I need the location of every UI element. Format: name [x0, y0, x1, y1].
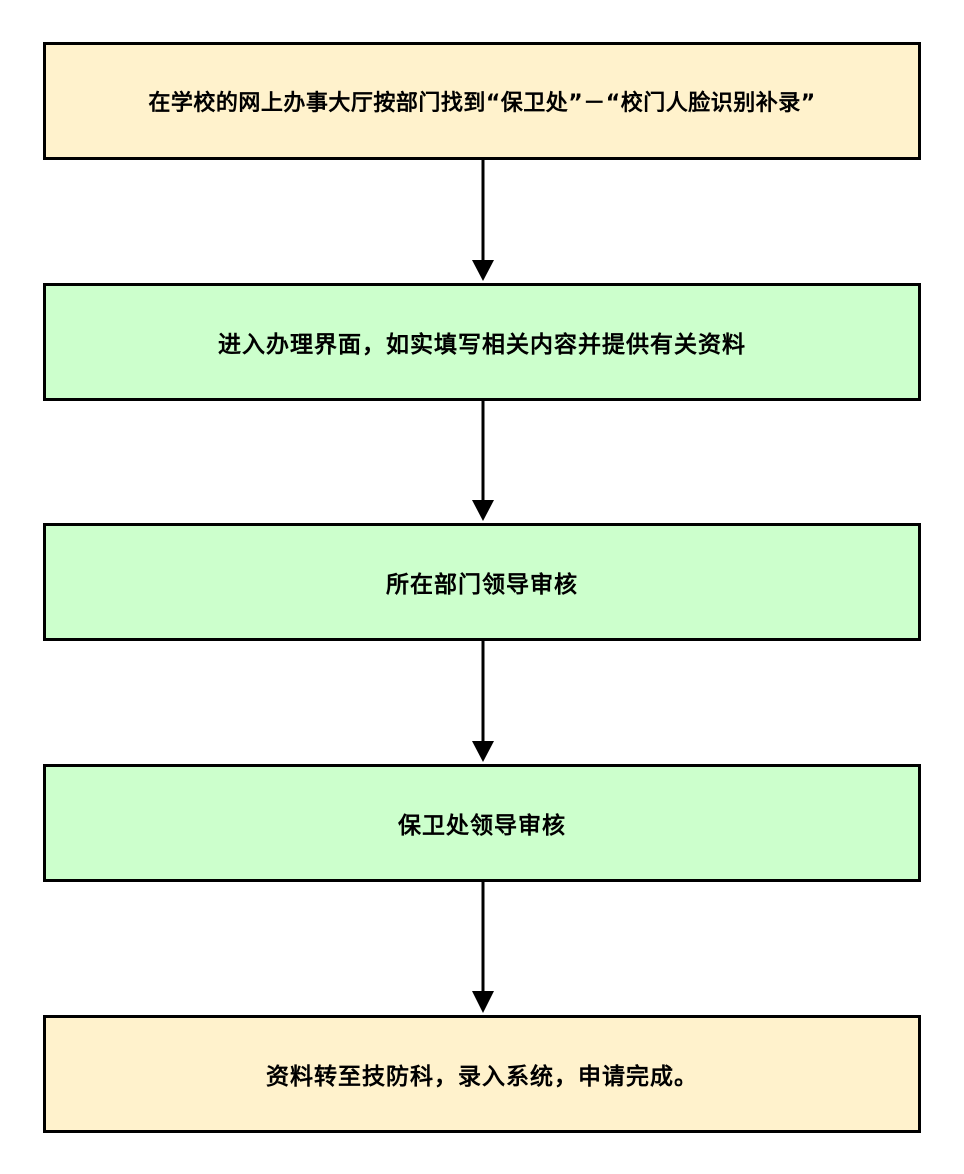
- arrow-4: [472, 882, 494, 1013]
- step-fill-form-label: 进入办理界面，如实填写相关内容并提供有关资料: [218, 332, 746, 358]
- arrow-1: [472, 160, 494, 281]
- step-security-review: 保卫处领导审核: [43, 764, 921, 882]
- step-fill-form: 进入办理界面，如实填写相关内容并提供有关资料: [43, 283, 921, 401]
- step-department-review: 所在部门领导审核: [43, 523, 921, 641]
- step-department-review-label: 所在部门领导审核: [386, 572, 578, 598]
- step-complete: 资料转至技防科，录入系统，申请完成。: [43, 1015, 921, 1133]
- step-find-service: 在学校的网上办事大厅按部门找到“保卫处”－“校门人脸识别补录”: [43, 42, 921, 160]
- step-complete-label: 资料转至技防科，录入系统，申请完成。: [266, 1064, 698, 1090]
- step-security-review-label: 保卫处领导审核: [398, 813, 566, 839]
- arrow-2: [472, 401, 494, 521]
- arrow-3: [472, 641, 494, 762]
- step-find-service-label: 在学校的网上办事大厅按部门找到“保卫处”－“校门人脸识别补录”: [148, 91, 816, 116]
